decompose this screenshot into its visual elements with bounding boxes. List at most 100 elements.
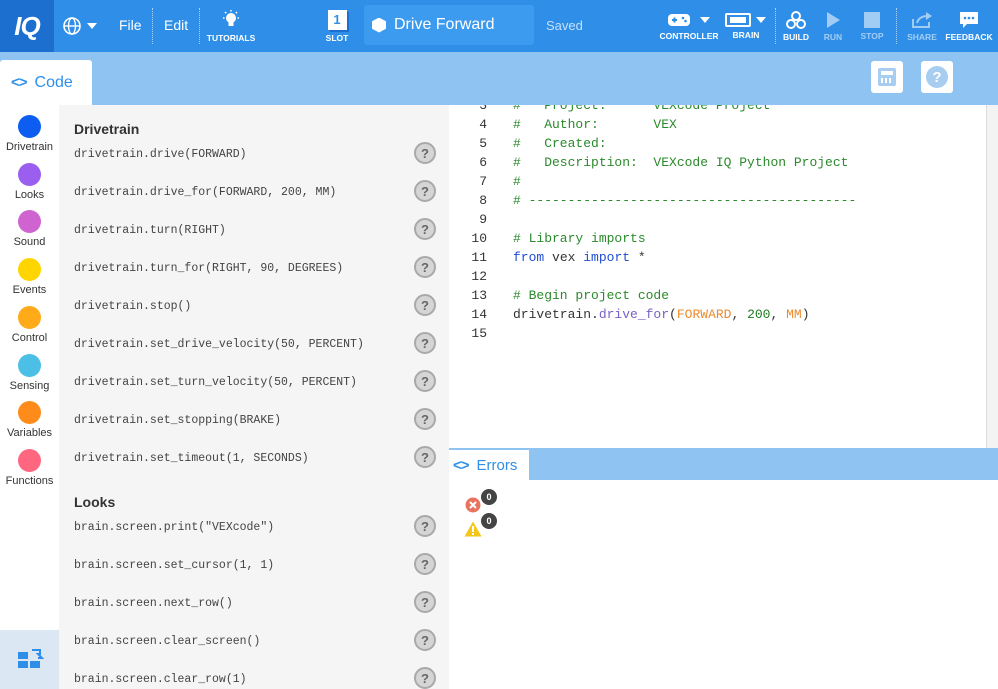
command-item[interactable]: brain.screen.next_row()	[74, 597, 233, 610]
lightbulb-icon	[223, 9, 239, 26]
error-icon	[465, 497, 481, 513]
brain-label: BRAIN	[732, 29, 760, 40]
category-label: Events	[12, 284, 47, 296]
command-palette: Drivetrain drivetrain.drive(FORWARD) ? d…	[59, 105, 449, 689]
events-color-dot	[18, 258, 41, 281]
wildcard: *	[630, 250, 646, 265]
help-icon[interactable]: ?	[414, 332, 436, 354]
errors-tab-label: Errors	[476, 456, 518, 474]
category-sensing[interactable]: Sensing	[0, 354, 59, 392]
share-button[interactable]: SHARE	[906, 0, 938, 52]
file-menu[interactable]: File	[119, 17, 142, 33]
command-item[interactable]: brain.screen.set_cursor(1, 1)	[74, 559, 275, 572]
category-label: Control	[11, 332, 48, 344]
category-sound[interactable]: Sound	[0, 210, 59, 248]
chevron-down-icon	[700, 16, 710, 23]
code-editor[interactable]: 3# Project: VEXcode Project 4# Author: V…	[449, 105, 986, 448]
editor-scrollbar[interactable]	[986, 105, 998, 448]
slot-button[interactable]: 1 SLOT	[322, 0, 352, 52]
help-icon[interactable]: ?	[414, 553, 436, 575]
share-label: SHARE	[907, 31, 937, 42]
help-button[interactable]: ?	[921, 61, 953, 93]
command-item[interactable]: drivetrain.stop()	[74, 300, 192, 313]
sub-bar	[0, 52, 998, 105]
stop-button[interactable]: STOP	[860, 0, 884, 52]
help-icon[interactable]: ?	[414, 142, 436, 164]
errors-tab[interactable]: <> Errors	[449, 450, 529, 480]
controller-button[interactable]: CONTROLLER	[659, 0, 719, 52]
code-tab[interactable]: <> Code	[0, 60, 92, 105]
help-icon[interactable]: ?	[414, 667, 436, 689]
category-control[interactable]: Control	[0, 306, 59, 344]
function-name: drive_for	[598, 307, 670, 322]
brain-device-icon	[725, 12, 751, 27]
feedback-icon	[960, 11, 978, 28]
tutorials-button[interactable]: TUTORIALS	[207, 0, 255, 52]
project-name-field[interactable]: Drive Forward	[364, 5, 534, 45]
code-text: # Description: VEXcode IQ Python Project	[513, 155, 849, 170]
help-icon[interactable]: ?	[414, 294, 436, 316]
controller-label: CONTROLLER	[659, 30, 719, 41]
errors-bar	[449, 448, 998, 480]
run-button[interactable]: RUN	[822, 0, 844, 52]
gamepad-icon	[668, 13, 690, 26]
feedback-button[interactable]: FEEDBACK	[945, 0, 993, 52]
command-item[interactable]: brain.screen.print("VEXcode")	[74, 521, 275, 534]
warning-count-badge: 0	[481, 513, 497, 529]
help-icon[interactable]: ?	[414, 256, 436, 278]
command-item[interactable]: drivetrain.drive_for(FORWARD, 200, MM)	[74, 186, 337, 199]
command-item[interactable]: drivetrain.turn(RIGHT)	[74, 224, 226, 237]
help-icon[interactable]: ?	[414, 515, 436, 537]
device-info-button[interactable]	[871, 61, 903, 93]
object-name: drivetrain.	[513, 307, 599, 322]
iq-logo[interactable]: IQ	[0, 0, 54, 52]
build-button[interactable]: BUILD	[782, 0, 810, 52]
slot-icon: 1	[327, 9, 347, 30]
project-name: Drive Forward	[394, 16, 495, 33]
svg-text:?: ?	[932, 69, 941, 86]
play-icon	[827, 11, 840, 28]
category-variables[interactable]: Variables	[0, 401, 59, 439]
top-bar: IQ File Edit TUTORIALS 1 SLOT Drive Forw…	[0, 0, 998, 52]
drivetrain-color-dot	[18, 115, 41, 138]
line-number: 8	[479, 193, 487, 208]
command-item[interactable]: drivetrain.drive(FORWARD)	[74, 148, 247, 161]
help-icon[interactable]: ?	[414, 629, 436, 651]
separator	[775, 8, 776, 44]
line-number: 13	[471, 288, 487, 303]
edit-menu[interactable]: Edit	[164, 17, 189, 33]
keyword: import	[583, 250, 631, 265]
command-item[interactable]: brain.screen.clear_row(1)	[74, 673, 247, 686]
save-status: Saved	[546, 18, 583, 33]
line-number: 6	[479, 155, 487, 170]
share-icon	[912, 11, 932, 28]
category-label: Functions	[5, 475, 54, 487]
line-number: 9	[479, 212, 487, 227]
help-icon[interactable]: ?	[414, 370, 436, 392]
category-looks[interactable]: Looks	[0, 163, 59, 201]
help-icon[interactable]: ?	[414, 218, 436, 240]
error-count-badge: 0	[481, 489, 497, 505]
command-item[interactable]: drivetrain.set_timeout(1, SECONDS)	[74, 452, 309, 465]
category-label: Drivetrain	[5, 141, 54, 153]
help-icon[interactable]: ?	[414, 408, 436, 430]
category-sidebar: Drivetrain Looks Sound Events Control Se…	[0, 105, 59, 689]
line-number: 10	[471, 231, 487, 246]
command-item[interactable]: drivetrain.turn_for(RIGHT, 90, DEGREES)	[74, 262, 344, 275]
command-item[interactable]: drivetrain.set_drive_velocity(50, PERCEN…	[74, 338, 364, 351]
command-item[interactable]: drivetrain.set_turn_velocity(50, PERCENT…	[74, 376, 357, 389]
command-item[interactable]: drivetrain.set_stopping(BRAKE)	[74, 414, 282, 427]
code-text: #	[513, 174, 521, 189]
code-text: # Created:	[513, 136, 607, 151]
command-item[interactable]: brain.screen.clear_screen()	[74, 635, 261, 648]
category-functions[interactable]: Functions	[0, 449, 59, 487]
help-icon[interactable]: ?	[414, 591, 436, 613]
category-events[interactable]: Events	[0, 258, 59, 296]
help-icon[interactable]: ?	[414, 180, 436, 202]
category-drivetrain[interactable]: Drivetrain	[0, 115, 59, 153]
extensions-button[interactable]	[0, 630, 59, 689]
language-menu[interactable]	[62, 0, 98, 52]
stop-icon	[864, 11, 880, 28]
brain-button[interactable]: BRAIN	[724, 0, 768, 52]
help-icon[interactable]: ?	[414, 446, 436, 468]
